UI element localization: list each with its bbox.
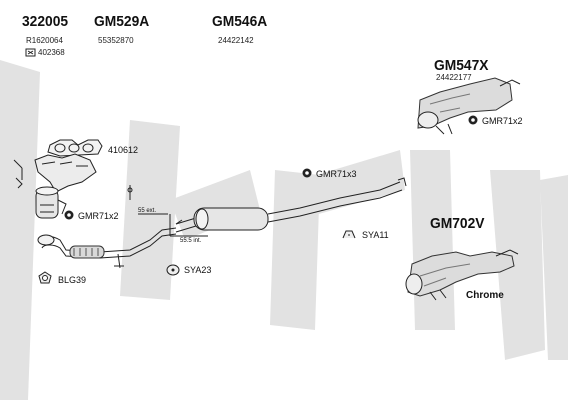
gasket-drawing bbox=[47, 139, 103, 157]
part-number-gm702v: GM702V bbox=[430, 215, 485, 232]
blg39-label: BLG39 bbox=[58, 275, 87, 285]
clamp-icon bbox=[302, 168, 312, 178]
part-subcode-322005: 402368 bbox=[38, 48, 65, 57]
clamp-icon bbox=[64, 210, 74, 220]
hanger-icon bbox=[166, 264, 180, 276]
dimension-int: 55.5 int. bbox=[180, 238, 202, 244]
clamp-icon bbox=[468, 115, 478, 125]
part-ref-gm546a: 24422142 bbox=[218, 36, 254, 45]
sya23-label: SYA23 bbox=[184, 265, 212, 275]
dimension-ext: 55 ext. bbox=[138, 208, 157, 214]
sya11-label: SYA11 bbox=[362, 230, 389, 240]
part-number-gm529a: GM529A bbox=[94, 13, 150, 30]
gasket-ring-icon bbox=[38, 271, 52, 284]
part-number-gm546a: GM546A bbox=[212, 13, 268, 30]
gmr-label-mid: GMR71x3 bbox=[316, 169, 357, 179]
hanger-icon bbox=[342, 230, 356, 239]
gmr-label-front: GMR71x2 bbox=[78, 211, 119, 221]
centre-silencer-drawing bbox=[175, 177, 407, 233]
front-pipe-drawing bbox=[37, 227, 177, 269]
part-number-gm547x: GM547X bbox=[434, 57, 489, 74]
part-ref-322005: R1620064 bbox=[26, 36, 63, 45]
rear-silencer-gm702v-drawing bbox=[405, 249, 519, 301]
gmr-label-rear: GMR71x2 bbox=[482, 116, 523, 126]
part-ref-gm547x: 24422177 bbox=[436, 73, 472, 82]
part-note-chrome: Chrome bbox=[466, 290, 504, 301]
rear-silencer-gm547x-drawing bbox=[417, 77, 521, 135]
manifold-drawing bbox=[13, 153, 97, 219]
part-ref-gm529a: 55352870 bbox=[98, 36, 134, 45]
part-number-322005: 322005 bbox=[22, 13, 69, 30]
gasket-label: 410612 bbox=[108, 145, 139, 155]
